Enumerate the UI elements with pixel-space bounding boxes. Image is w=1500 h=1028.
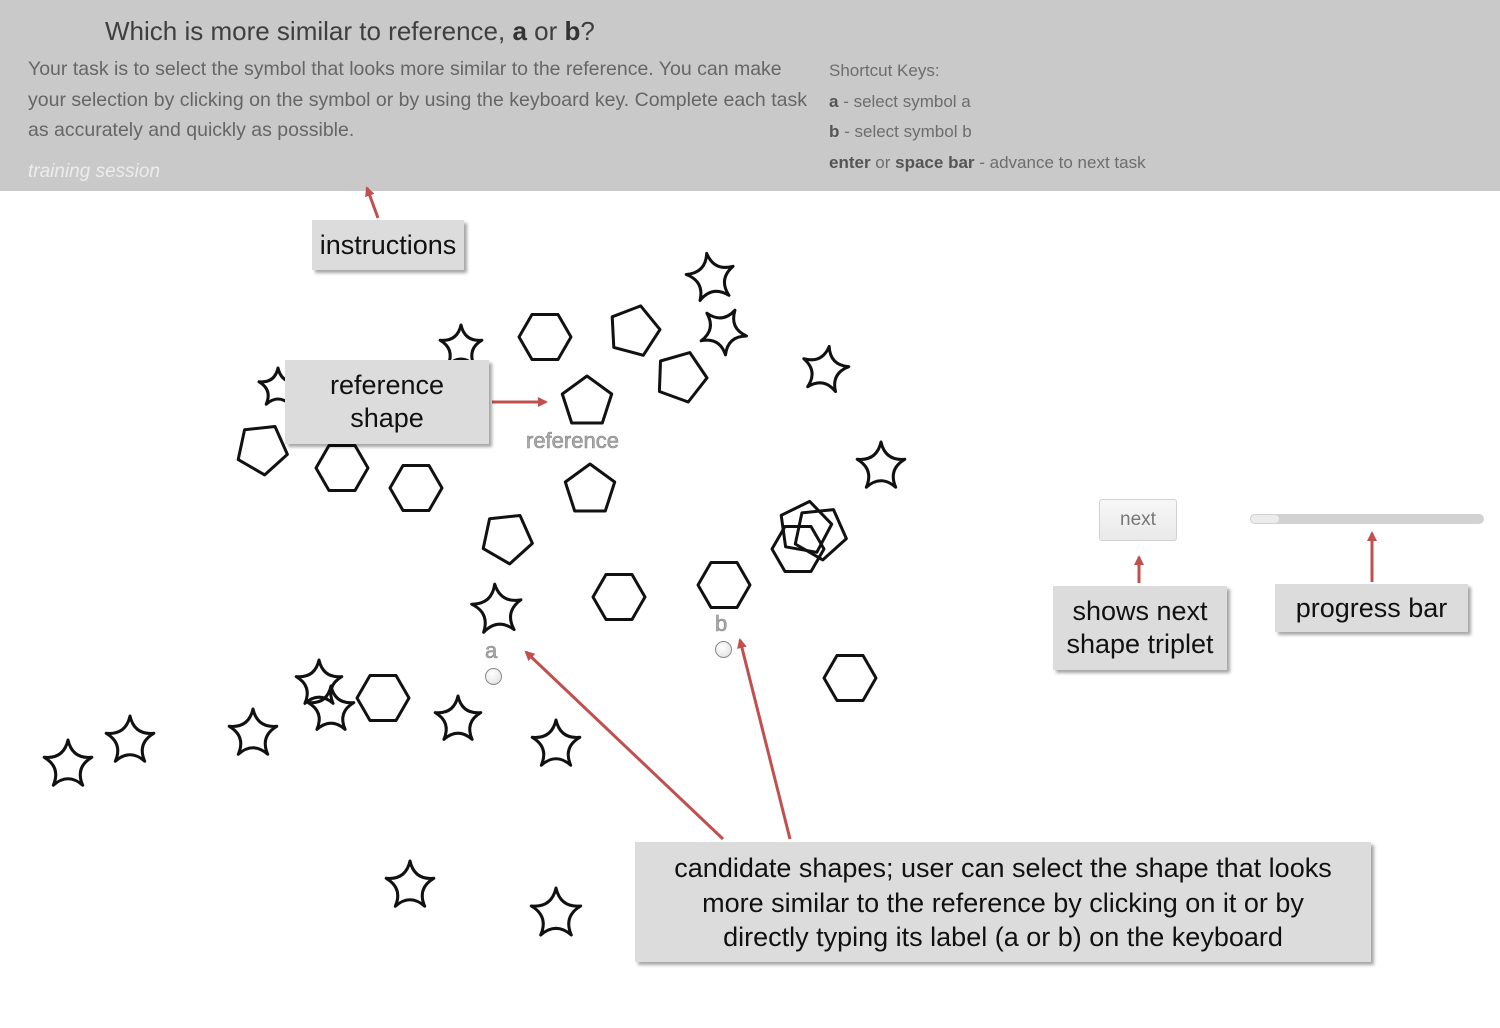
- shortcut-b: b - select symbol b: [829, 122, 972, 141]
- progress-bar-fill: [1250, 514, 1281, 524]
- instructions-callout: instructions: [312, 220, 464, 270]
- hexagon-shape[interactable]: [770, 525, 826, 573]
- star-shape[interactable]: [433, 694, 483, 741]
- candidates-callout: candidate shapes; user can select the sh…: [635, 842, 1371, 962]
- pentagon-shape[interactable]: [563, 462, 617, 513]
- pentagon-shape[interactable]: [610, 304, 662, 357]
- hexagon-shape[interactable]: [591, 573, 647, 621]
- candidate-b-shape[interactable]: [696, 561, 752, 609]
- reference-callout: reference shape: [285, 360, 489, 444]
- shortcut-keys: Shortcut Keys: a - select symbol a b - s…: [829, 56, 1146, 178]
- star-shape[interactable]: [42, 738, 94, 787]
- star-shape[interactable]: [530, 718, 582, 767]
- hexagon-shape[interactable]: [388, 464, 444, 512]
- hexagon-shape[interactable]: [314, 444, 370, 492]
- task-description: Your task is to select the symbol that l…: [28, 58, 807, 141]
- candidate-a-shape[interactable]: [470, 582, 523, 634]
- candidate-b-label[interactable]: b: [715, 611, 728, 637]
- star-shape[interactable]: [104, 714, 156, 763]
- reference-label: reference: [526, 428, 620, 454]
- star-shape[interactable]: [684, 251, 735, 302]
- candidate-a-label[interactable]: a: [485, 638, 498, 664]
- star-shape[interactable]: [306, 684, 356, 731]
- star-shape[interactable]: [384, 859, 436, 908]
- session-label: training session: [28, 161, 161, 182]
- pentagon-shape[interactable]: [657, 351, 709, 404]
- star-shape[interactable]: [529, 886, 583, 937]
- star-shape[interactable]: [699, 308, 748, 357]
- star-shape[interactable]: [802, 344, 851, 394]
- candidate-a-radio[interactable]: [485, 668, 502, 685]
- star-shape[interactable]: [227, 707, 279, 756]
- progress-bar: [1250, 514, 1484, 524]
- reference-shape[interactable]: [560, 374, 614, 425]
- star-shape[interactable]: [294, 658, 344, 705]
- pentagon-shape[interactable]: [481, 514, 534, 566]
- pentagon-shape[interactable]: [236, 425, 289, 477]
- pentagon-shape[interactable]: [793, 508, 848, 562]
- shortcut-a: a - select symbol a: [829, 91, 971, 111]
- shortcut-heading: Shortcut Keys:: [829, 61, 940, 80]
- hexagon-shape[interactable]: [517, 313, 573, 361]
- star-shape[interactable]: [438, 323, 484, 367]
- hexagon-shape[interactable]: [355, 674, 411, 722]
- candidate-b-radio[interactable]: [715, 641, 732, 658]
- instructions-header: Which is more similar to reference, a or…: [0, 0, 1500, 191]
- next-callout: shows next shape triplet: [1053, 586, 1227, 670]
- hexagon-shape[interactable]: [822, 654, 878, 702]
- progress-callout: progress bar: [1275, 584, 1468, 632]
- page-title: Which is more similar to reference, a or…: [105, 16, 595, 46]
- next-button[interactable]: next: [1099, 499, 1177, 541]
- star-shape[interactable]: [855, 440, 907, 489]
- shortcut-advance: enter or space bar - advance to next tas…: [829, 152, 1146, 172]
- pentagon-shape[interactable]: [779, 499, 834, 554]
